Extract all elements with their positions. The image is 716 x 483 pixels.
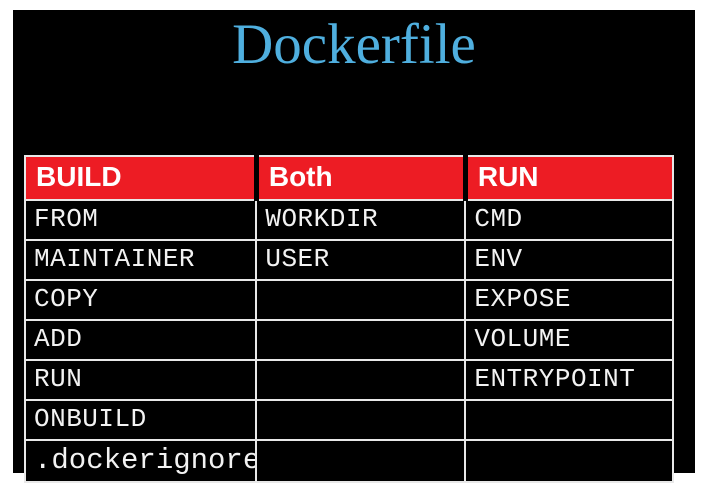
table-cell [255, 279, 467, 321]
table-cell [464, 439, 674, 483]
table-row: .dockerignore [23, 439, 674, 483]
table-row: ONBUILD [23, 399, 674, 441]
table-cell: COPY [23, 279, 258, 321]
column-header-both: Both [253, 155, 468, 201]
table-cell: USER [255, 239, 467, 281]
table-cell: .dockerignore [23, 439, 258, 483]
table-cell [255, 359, 467, 401]
table-cell: EXPOSE [464, 279, 674, 321]
table-cell [464, 399, 674, 441]
table-cell: VOLUME [464, 319, 674, 361]
table-cell: CMD [464, 199, 674, 241]
table-cell: ENTRYPOINT [464, 359, 674, 401]
table-row: COPY EXPOSE [23, 279, 674, 321]
table-row: ADD VOLUME [23, 319, 674, 361]
table-cell: RUN [23, 359, 258, 401]
table-cell: ADD [23, 319, 258, 361]
column-header-build: BUILD [23, 155, 259, 201]
table-cell: ENV [464, 239, 674, 281]
table-cell [255, 439, 467, 483]
table-cell: MAINTAINER [23, 239, 258, 281]
table-cell [255, 399, 467, 441]
table-row: RUN ENTRYPOINT [23, 359, 674, 401]
table-cell: WORKDIR [255, 199, 467, 241]
table-cell [255, 319, 467, 361]
page-title: Dockerfile [232, 13, 476, 76]
table-cell: ONBUILD [23, 399, 258, 441]
column-header-run: RUN [462, 155, 674, 201]
table-cell: FROM [23, 199, 258, 241]
